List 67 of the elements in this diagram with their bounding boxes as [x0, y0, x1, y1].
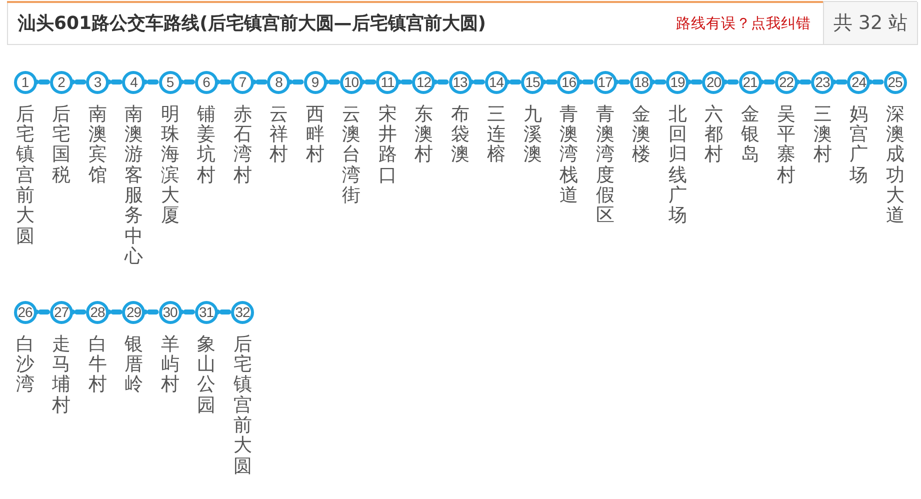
station-name: 铺姜坑村 — [197, 104, 216, 186]
station-name: 赤石湾村 — [233, 104, 252, 186]
station-name: 后宅国税 — [52, 104, 70, 186]
station-name: 后宅镇宫前大圆 — [16, 104, 34, 247]
station-circle: 4 — [122, 70, 146, 94]
station-name: 白牛村 — [88, 334, 107, 396]
station-circle: 6 — [194, 70, 218, 94]
station-circle: 13 — [448, 70, 472, 94]
station-name: 白沙湾 — [16, 334, 34, 396]
station-circle: 31 — [194, 300, 218, 324]
station-name: 宋井路口 — [378, 104, 397, 186]
station-circle: 21 — [738, 70, 762, 94]
station-circle: 30 — [158, 300, 182, 324]
station-name: 后宅镇宫前大圆 — [233, 334, 252, 477]
station-count: 共 32 站 — [823, 1, 917, 44]
station-circle: 9 — [304, 70, 326, 94]
station-name: 六都村 — [704, 104, 723, 166]
station-circle: 24 — [847, 70, 870, 94]
station-circle: 15 — [521, 70, 544, 94]
station-name: 吴平寨村 — [777, 104, 796, 186]
report-error-link: 路线有误？点我纠错 — [676, 14, 811, 32]
station-circle: 27 — [50, 300, 73, 324]
station-name: 东澳村 — [414, 104, 433, 166]
station-name: 羊屿村 — [160, 334, 180, 396]
station-name: 三澳村 — [813, 104, 832, 166]
station-name: 走马埔村 — [52, 334, 70, 416]
station-circle: 23 — [811, 70, 834, 94]
station-name: 北回归线广场 — [668, 104, 687, 227]
station-circle: 3 — [86, 70, 109, 94]
page-title: 汕头601路公交车路线(后宅镇宫前大圆—后宅镇宫前大圆) — [18, 12, 486, 35]
station-circle: 29 — [122, 300, 146, 324]
station-circle: 8 — [267, 70, 290, 94]
station-circle: 14 — [484, 70, 508, 94]
station-name: 云澳台湾街 — [342, 104, 360, 206]
station-name: 金澳楼 — [632, 104, 650, 166]
station-circle: 5 — [158, 70, 182, 94]
station-circle: 16 — [557, 70, 580, 94]
station-circle: 32 — [231, 300, 254, 324]
station-name: 妈宫广场 — [850, 104, 868, 186]
station-name: 九溪澳 — [523, 104, 542, 166]
station-circle: 17 — [594, 70, 616, 94]
station-circle: 25 — [884, 70, 906, 94]
station-circle: 2 — [50, 70, 73, 94]
station-circle: 26 — [14, 300, 36, 324]
station-name: 银厝岭 — [124, 334, 143, 396]
station-name: 金银岛 — [740, 104, 760, 166]
station-circle: 1 — [14, 70, 36, 94]
station-name: 南澳游客服务中心 — [124, 104, 143, 268]
station-name: 三连榕 — [487, 104, 506, 166]
station-circle: 28 — [86, 300, 109, 324]
station-name: 象山公园 — [197, 334, 216, 416]
station-circle: 20 — [702, 70, 726, 94]
station-name: 云祥村 — [270, 104, 288, 166]
station-name: 布袋澳 — [450, 104, 470, 166]
station-circle: 12 — [412, 70, 436, 94]
station-name: 西畔村 — [306, 104, 324, 166]
station-circle: 18 — [630, 70, 653, 94]
station-circle: 11 — [376, 70, 399, 94]
station-circle: 10 — [340, 70, 363, 94]
station-circle: 19 — [666, 70, 689, 94]
station-circle: 22 — [774, 70, 798, 94]
station-name: 青澳湾栈道 — [560, 104, 578, 206]
station-name: 南澳宾馆 — [88, 104, 107, 186]
station-circle: 7 — [231, 70, 254, 94]
station-name: 青澳湾度假区 — [596, 104, 614, 227]
station-name: 深澳成功大道 — [886, 104, 904, 227]
station-name: 明珠海滨大厦 — [160, 104, 180, 227]
